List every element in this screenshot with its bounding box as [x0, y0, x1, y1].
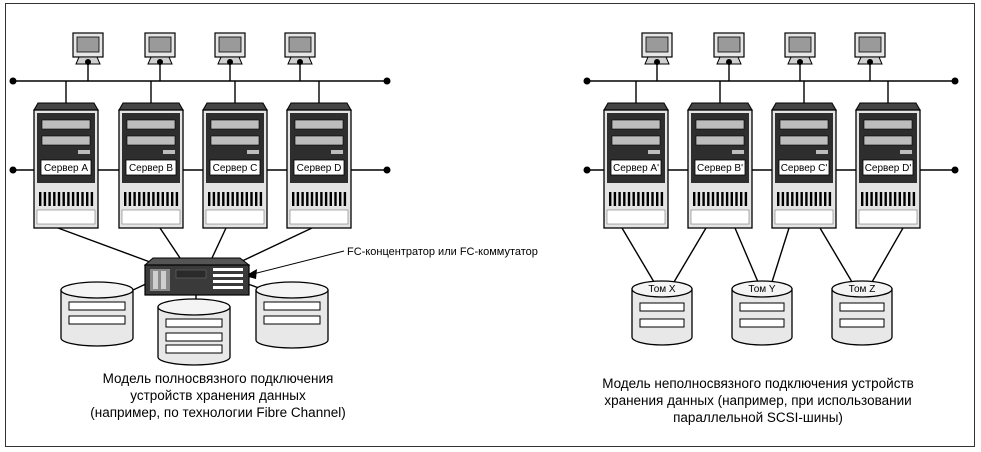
- scsi-link: [734, 227, 759, 283]
- fc-link-b: [159, 227, 181, 259]
- right-caption-line-1: Модель неполносвязного подключения устро…: [602, 376, 914, 391]
- fc-hub-icon: [143, 257, 251, 296]
- monitor-icon: [641, 32, 673, 65]
- left-caption-line-3: (например, по технологии Fibre Channel): [90, 405, 345, 420]
- left-caption-line-2: устройств хранения данных: [130, 388, 306, 403]
- server-icon: [687, 102, 753, 229]
- scsi-link: [771, 227, 790, 283]
- monitor-icon: [713, 32, 745, 65]
- monitor-icon: [72, 32, 104, 65]
- bus-end-dot: [9, 166, 17, 174]
- bus-end-dot: [583, 77, 591, 85]
- bus-end-dot: [383, 77, 391, 85]
- volume-z-icon: [831, 280, 893, 346]
- server-label-a-prime: Сервер A': [613, 163, 659, 174]
- server-icon: [202, 102, 268, 229]
- hub-label: FC-концентратор или FC-коммутатор: [347, 246, 538, 258]
- scsi-link: [621, 227, 655, 283]
- server-label-d-prime: Сервер D': [865, 163, 912, 174]
- right-caption-line-2: хранения данных (например, при использов…: [604, 393, 911, 408]
- scsi-link: [673, 227, 707, 283]
- monitor-icon: [214, 32, 246, 65]
- bus-end-dot: [951, 166, 959, 174]
- monitor-icon: [854, 32, 886, 65]
- monitor-icon: [784, 32, 816, 65]
- right-caption-line-3: параллельной SCSI-шины): [673, 410, 843, 425]
- server-icon: [603, 102, 669, 229]
- disk-left-3: [255, 281, 329, 349]
- fc-link-a: [57, 227, 151, 263]
- scsi-link: [871, 227, 904, 283]
- server-label-c-prime: Сервер C': [781, 163, 828, 174]
- monitor-icon: [284, 32, 316, 65]
- hub-pointer-line: [252, 250, 345, 275]
- left-caption-line-1: Модель полносвязного подключения: [103, 371, 334, 386]
- volume-label-x: Том X: [648, 284, 676, 295]
- disk-left-1: [60, 281, 134, 347]
- bus-end-dot: [583, 166, 591, 174]
- server-label-b: Сервер B: [129, 163, 173, 174]
- server-icon: [118, 102, 184, 229]
- devices: [33, 32, 921, 366]
- server-icon: [855, 102, 921, 229]
- bus-end-dot: [951, 77, 959, 85]
- disk-left-2: [157, 298, 231, 366]
- server-label-d: Сервер D: [297, 163, 342, 174]
- scsi-link: [819, 227, 853, 283]
- server-icon: [33, 102, 99, 229]
- volume-y-icon: [731, 280, 793, 346]
- fc-link-c: [211, 227, 227, 259]
- server-label-b-prime: Сервер B': [697, 163, 743, 174]
- server-label-a: Сервер A: [44, 163, 88, 174]
- labels: Сервер A Сервер B Сервер C Сервер D Серв…: [44, 163, 914, 425]
- server-icon: [286, 102, 352, 229]
- bus-end-dot: [9, 77, 17, 85]
- volume-label-y: Том Y: [748, 284, 776, 295]
- figure-frame: [5, 3, 975, 447]
- server-icon: [771, 102, 837, 229]
- volume-x-icon: [631, 280, 693, 346]
- volume-label-z: Том Z: [849, 284, 876, 295]
- bus-end-dot: [383, 166, 391, 174]
- server-label-c: Сервер C: [213, 163, 258, 174]
- monitor-icon: [144, 32, 176, 65]
- fc-link-d: [239, 227, 313, 263]
